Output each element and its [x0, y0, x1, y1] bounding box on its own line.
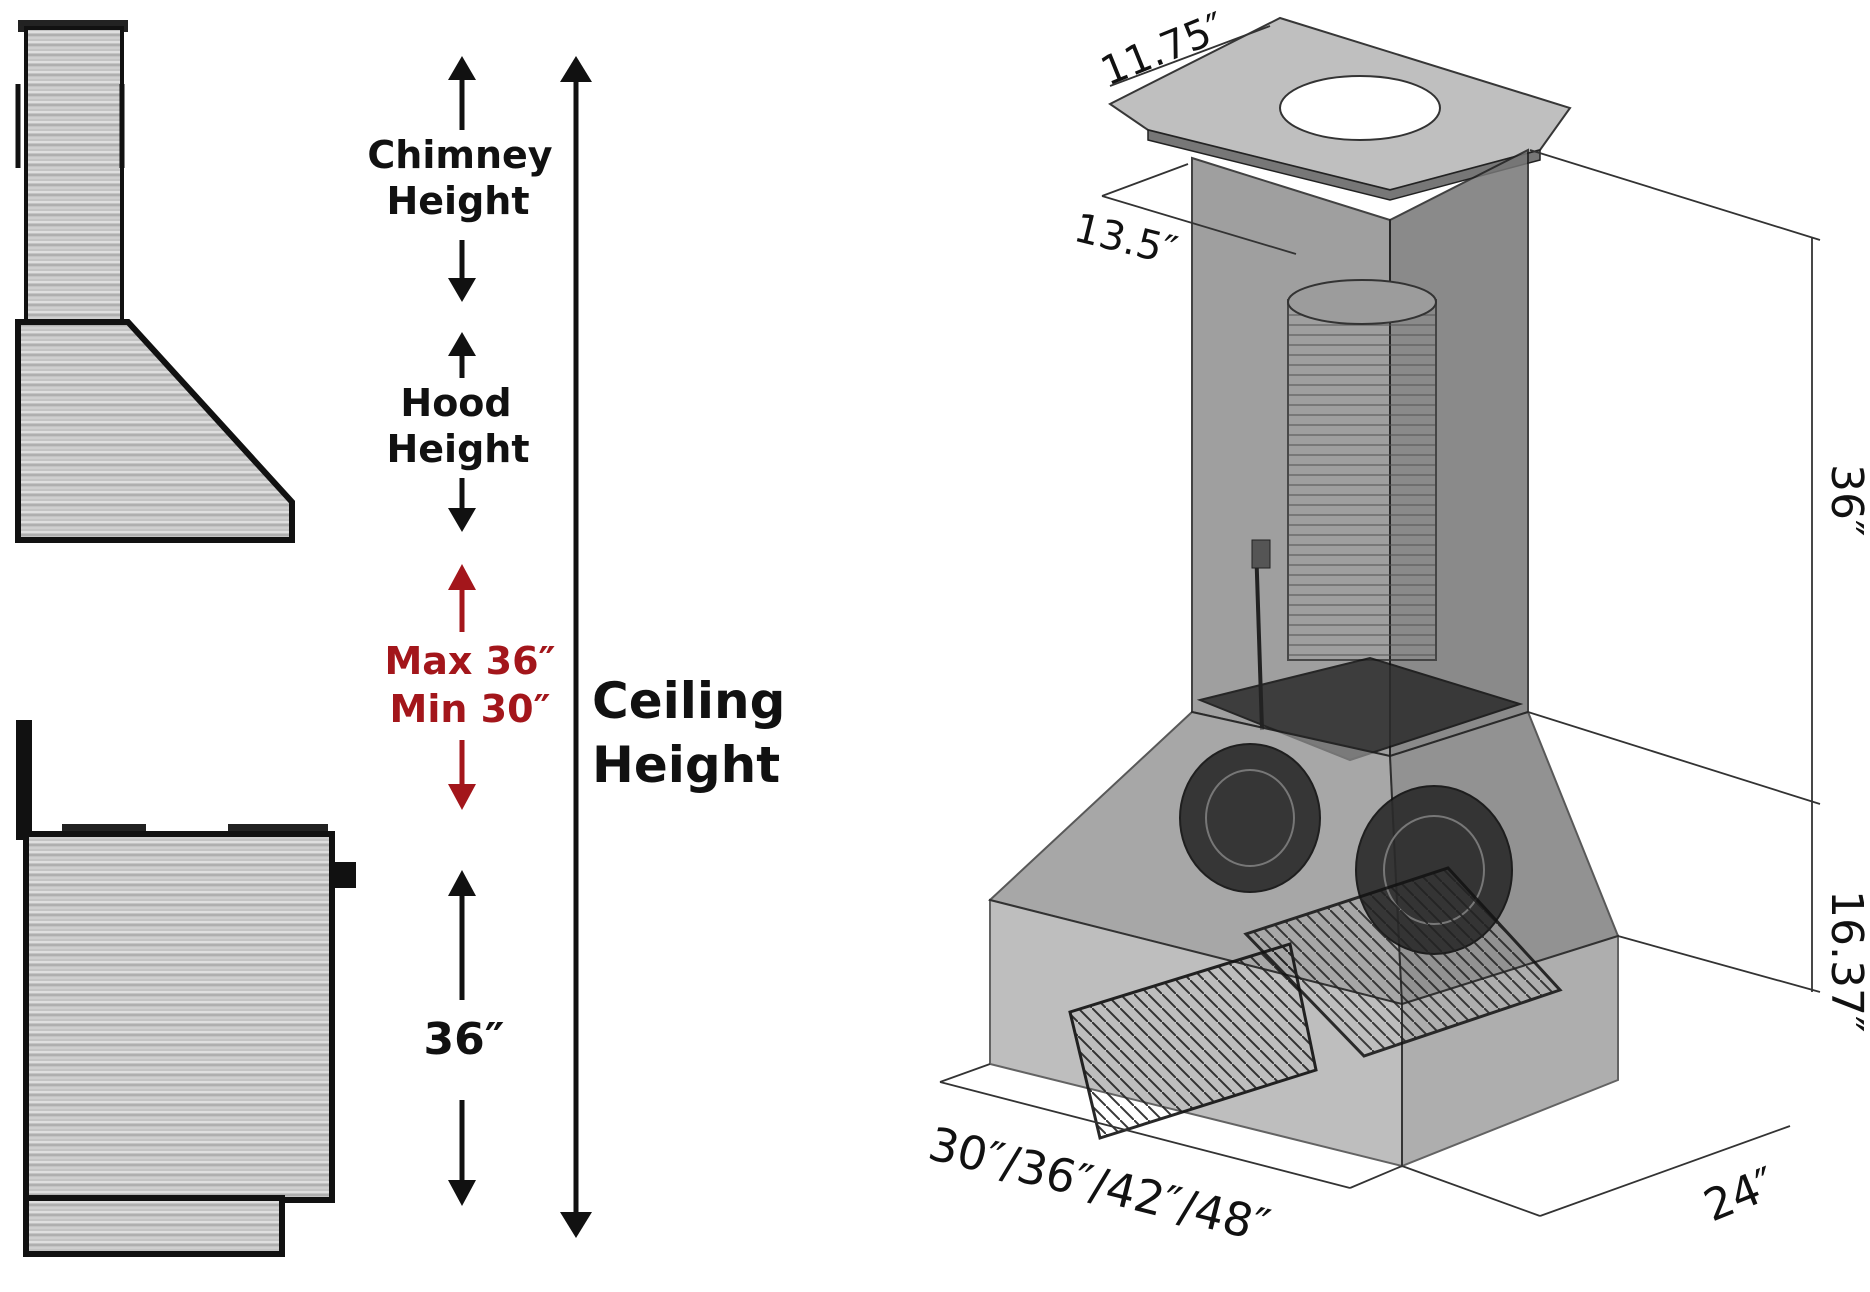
- hood-height-dim: 16.37″: [1821, 890, 1870, 1032]
- hood-label-line1: Hood: [400, 381, 511, 425]
- hood-3d-wireframe: [987, 16, 1620, 1168]
- backsplash: [16, 720, 32, 840]
- range-body: [23, 831, 335, 1203]
- chimney-section: [24, 26, 124, 324]
- clearance-arrows: [448, 564, 476, 810]
- baffle-filter-left: [1068, 942, 1318, 1140]
- hood-section: [15, 319, 295, 543]
- ceiling-label-line1: Ceiling: [592, 672, 785, 730]
- hood-label-line2: Height: [386, 427, 529, 471]
- hood-depth-dim: 24″: [1697, 1158, 1783, 1232]
- chimney-label-line2: Height: [386, 179, 529, 223]
- clearance-min-label: Min 30″: [390, 687, 551, 731]
- counter-height-label: 36″: [424, 1014, 505, 1065]
- baffle-filter-right: [1243, 866, 1563, 1058]
- blower-left: [1179, 743, 1321, 893]
- height-arrows: [448, 56, 592, 1238]
- range-knob: [332, 862, 356, 888]
- flex-duct: [1287, 299, 1437, 661]
- ceiling-label-line2: Height: [592, 736, 780, 794]
- chimney-label-line1: Chimney: [367, 133, 552, 177]
- range-side-profile: [16, 720, 356, 1257]
- range-drawer: [23, 1195, 285, 1257]
- hood-side-profile: [15, 20, 295, 543]
- chimney-height-dim: 36″: [1821, 464, 1870, 536]
- clearance-max-label: Max 36″: [384, 639, 555, 683]
- dimension-lines: [939, 25, 1821, 1217]
- duct-opening: [1279, 75, 1441, 141]
